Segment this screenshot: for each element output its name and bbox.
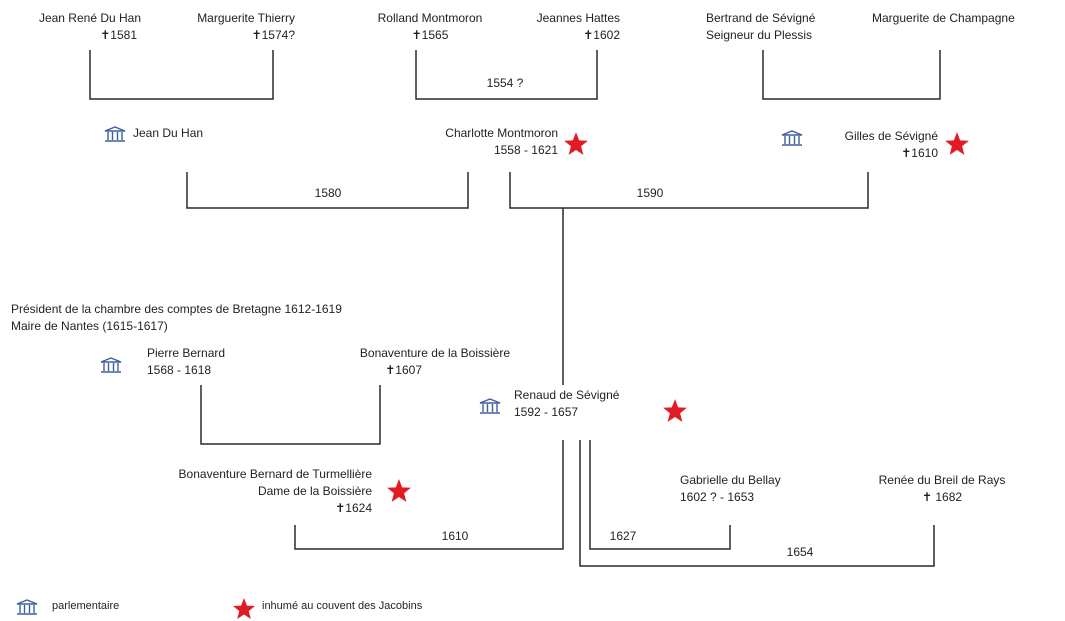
person-name: Bonaventure de la Boissière [359, 346, 510, 360]
marriage-year-montmoron: 1554 ? [486, 76, 524, 90]
person-dates: 1568 - 1618 [147, 363, 212, 377]
person-dates: 1602 ? - 1653 [680, 490, 755, 504]
person-dates: ✝1602 [583, 28, 620, 42]
title-line: Maire de Nantes (1615-1617) [11, 319, 168, 333]
star-icon [663, 399, 687, 422]
person-dates: 1592 - 1657 [514, 405, 579, 419]
star-icon [387, 479, 411, 502]
marriage-line-1654 [579, 440, 935, 567]
legend-star-label: inhumé au couvent des Jacobins [262, 600, 423, 612]
parliament-icon [16, 599, 38, 615]
marriage-year-1590: 1590 [636, 186, 664, 200]
person-name: Charlotte Montmoron [445, 126, 558, 140]
person-name: Jeannes Hattes [536, 11, 620, 25]
marriage-year-1627: 1627 [609, 529, 637, 543]
person-name: Jean René Du Han [38, 11, 142, 25]
marriage-year-1610: 1610 [441, 529, 469, 543]
person-marguerite-de-champagne: Marguerite de Champagne [872, 10, 1062, 27]
person-renee-du-breil-de-rays: Renée du Breil de Rays ✝ 1682 [848, 472, 1036, 506]
person-titles-pierre-bernard: Président de la chambre des comptes de B… [11, 301, 481, 335]
parliament-icon [100, 357, 122, 373]
person-dates: ✝1565 [411, 28, 449, 42]
person-bonaventure-de-la-boissiere: Bonaventure de la Boissière ✝1607 [300, 345, 510, 379]
star-icon [945, 132, 969, 155]
person-title: Dame de la Boissière [257, 484, 372, 498]
marriage-line-1610 [294, 440, 564, 550]
star-icon [564, 132, 588, 155]
person-name: Gilles de Sévigné [844, 129, 938, 143]
person-dates: ✝1607 [385, 363, 422, 377]
marriage-line-montmoron-parents [415, 50, 598, 100]
person-name: Bonaventure Bernard de Turmellière [178, 467, 372, 481]
person-dates: ✝1610 [901, 146, 938, 160]
marriage-line-bernard [200, 385, 381, 445]
person-pierre-bernard: Pierre Bernard 1568 - 1618 [147, 345, 257, 379]
person-jean-rene-du-han: Jean René Du Han ✝1581 [25, 10, 155, 44]
marriage-year-1654: 1654 [786, 545, 814, 559]
parliament-icon [479, 398, 501, 414]
person-dates: 1558 - 1621 [493, 143, 558, 157]
person-dates: ✝ 1682 [921, 490, 963, 504]
person-bonaventure-bernard: Bonaventure Bernard de Turmellière Dame … [110, 466, 372, 517]
legend-parliament-label: parlementaire [52, 600, 120, 612]
person-title: Seigneur du Plessis [706, 28, 813, 42]
person-dates: ✝1624 [335, 501, 372, 515]
person-dates: ✝1574? [251, 28, 295, 42]
marriage-line-1627 [589, 440, 731, 550]
person-name: Marguerite de Champagne [872, 11, 1015, 25]
person-name: Rolland Montmoron [377, 11, 483, 25]
person-rolland-montmoron: Rolland Montmoron ✝1565 [355, 10, 505, 44]
person-name: Jean Du Han [133, 126, 204, 140]
star-icon [233, 598, 255, 619]
marriage-line-1580 [186, 172, 469, 209]
person-name: Pierre Bernard [147, 346, 226, 360]
parliament-icon [781, 130, 803, 146]
person-renaud-de-sevigne: Renaud de Sévigné 1592 - 1657 [514, 387, 654, 421]
person-name: Marguerite Thierry [197, 11, 295, 25]
marriage-line-sevigne-parents [762, 50, 941, 100]
person-marguerite-thierry: Marguerite Thierry ✝1574? [175, 10, 295, 44]
person-jean-du-han: Jean Du Han [133, 125, 253, 142]
parliament-icon [104, 126, 126, 142]
marriage-line-duhan-parents [89, 50, 274, 100]
person-charlotte-montmoron: Charlotte Montmoron 1558 - 1621 [380, 125, 558, 159]
person-dates: ✝1581 [100, 28, 137, 42]
title-line: Président de la chambre des comptes de B… [11, 302, 342, 316]
person-jeannes-hattes: Jeannes Hattes ✝1602 [505, 10, 620, 44]
person-name: Gabrielle du Bellay [680, 473, 781, 487]
marriage-line-1590 [509, 172, 869, 209]
person-name: Bertrand de Sévigné [706, 11, 816, 25]
person-name: Renaud de Sévigné [514, 388, 620, 402]
person-bertrand-de-sevigne: Bertrand de Sévigné Seigneur du Plessis [706, 10, 856, 44]
person-gilles-de-sevigne: Gilles de Sévigné ✝1610 [800, 128, 938, 162]
person-gabrielle-du-bellay: Gabrielle du Bellay 1602 ? - 1653 [680, 472, 820, 506]
person-name: Renée du Breil de Rays [878, 473, 1006, 487]
marriage-year-1580: 1580 [314, 186, 342, 200]
